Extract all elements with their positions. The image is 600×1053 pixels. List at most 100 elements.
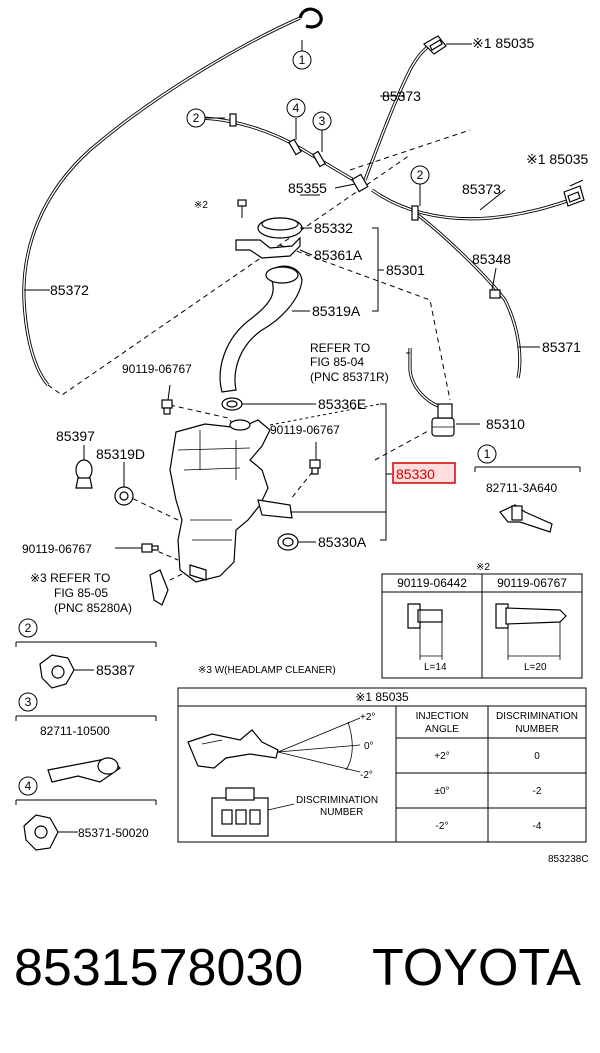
callout-circles: 1 2 4 3 2 <box>186 40 430 206</box>
angle-mark-plus2: +2° <box>360 712 375 723</box>
bolt-table: ※2 90119-06442 90119-06767 L=14 L=20 <box>381 562 583 679</box>
bolt-90119-06767-a <box>161 399 173 415</box>
label-85310: 85310 <box>486 416 525 432</box>
callout-label: 4 <box>293 101 300 115</box>
label-85371: 85371 <box>542 339 581 355</box>
hose-85310 <box>408 348 446 410</box>
bolt-table-len1: L=14 <box>424 662 447 673</box>
bolt-table-note: ※2 <box>476 562 490 573</box>
nozzle-85035-top <box>423 35 447 55</box>
label-85387: 85387 <box>96 662 135 678</box>
disc-label-2: NUMBER <box>320 807 363 818</box>
inset-1: 1 82711-3A640 <box>474 444 581 533</box>
angle-mark-0: 0° <box>364 741 374 752</box>
label-85035-mid: ※1 85035 <box>526 151 589 167</box>
header-angle-1: INJECTION <box>416 711 469 722</box>
callout-2-left <box>186 108 206 128</box>
label-85371-50020: 85371-50020 <box>78 826 149 840</box>
label-refer1-line1: REFER TO <box>310 341 370 355</box>
inset-callout-3: 3 <box>25 695 32 709</box>
callout-4-top <box>286 98 306 118</box>
header-disc-2: NUMBER <box>515 724 558 735</box>
highlight-box-85330 <box>392 462 456 484</box>
label-refer2-line3: (PNC 85280A) <box>54 601 132 615</box>
label-85319a: 85319A <box>312 303 361 319</box>
header-disc-1: DISCRIMINATION <box>496 711 578 722</box>
label-90119-06767-c: 90119-06767 <box>22 542 92 556</box>
grommet-85336e <box>221 397 243 411</box>
inset-callout-2: 2 <box>25 621 32 635</box>
label-85355: 85355 <box>288 180 327 196</box>
label-diagram-code: 853238C <box>548 854 589 865</box>
label-85330: 85330 <box>396 466 435 482</box>
nozzle-table: ※1 85035 INJECTION ANGLE DISCRIMINATION … <box>177 687 587 843</box>
grommet-85330a <box>277 533 299 551</box>
pump-85310 <box>431 403 455 437</box>
label-note-x2: ※2 <box>194 200 208 211</box>
parts-diagram: 1 2 4 3 2 ※1 85035 85373 ※1 85035 85355 … <box>15 7 589 865</box>
bolt-90119-06767-c <box>141 543 159 553</box>
inset-callout-4: 4 <box>25 779 32 793</box>
label-90119-06767-a: 90119-06767 <box>122 362 192 376</box>
nozzle-85035-mid <box>563 185 585 207</box>
part-labels: ※1 85035 85373 ※1 85035 85355 85373 ※2 8… <box>22 35 589 865</box>
bolt-table-len2: L=20 <box>524 662 547 673</box>
hose-85372 <box>22 7 323 387</box>
callout-1-top <box>292 50 312 70</box>
label-85348: 85348 <box>472 251 511 267</box>
bolt-x2 <box>237 199 247 218</box>
label-90119-06767-b: 90119-06767 <box>270 423 340 437</box>
label-85035-top: ※1 85035 <box>472 35 535 51</box>
callout-label: 1 <box>299 53 306 67</box>
hose-85373-top <box>363 42 433 181</box>
nozzle-table-title: ※1 85035 <box>355 690 409 704</box>
bolt-table-col2: 90119-06767 <box>497 576 567 590</box>
hose-clamps <box>229 113 501 299</box>
row-angle: -2° <box>436 821 449 832</box>
row-number: 0 <box>534 751 540 762</box>
label-82711-3a640: 82711-3A640 <box>486 481 558 495</box>
label-85332: 85332 <box>314 220 353 236</box>
footer-part-number: 8531578030 <box>14 939 304 997</box>
row-number: -2 <box>533 786 542 797</box>
label-85361a: 85361A <box>314 247 363 263</box>
angle-mark-minus2: -2° <box>360 770 373 781</box>
footer-brand: TOYOTA <box>372 939 581 997</box>
label-85330a: 85330A <box>318 534 367 550</box>
label-note-x3: ※3 W(HEADLAMP CLEANER) <box>198 665 336 676</box>
label-85373-top: 85373 <box>382 88 421 104</box>
label-refer1-line3: (PNC 85371R) <box>310 370 389 384</box>
label-refer2-line1: ※3 REFER TO <box>30 571 110 585</box>
washer-tank-85330 <box>169 419 293 583</box>
hose-85371 <box>417 213 522 379</box>
label-85336e: 85336E <box>318 396 366 412</box>
inset-2: 2 85387 <box>15 618 157 689</box>
label-refer1-line2: FIG 85-04 <box>310 355 364 369</box>
callout-label: 2 <box>417 168 424 182</box>
cap-85332 <box>257 217 303 239</box>
inset-3: 3 82711-10500 <box>15 692 157 783</box>
label-85372: 85372 <box>50 282 89 298</box>
label-refer2-line2: FIG 85-05 <box>54 586 108 600</box>
leader-lines <box>24 43 584 549</box>
callout-label: 3 <box>319 114 326 128</box>
label-85301: 85301 <box>386 262 425 278</box>
grommet-85397 <box>75 459 93 489</box>
bracket-85361a <box>235 236 301 259</box>
header-angle-2: ANGLE <box>425 724 459 735</box>
label-82711-10500: 82711-10500 <box>40 724 110 738</box>
footer: 8531578030 TOYOTA <box>0 938 600 1008</box>
callout-label: 2 <box>193 111 200 125</box>
disc-label-1: DISCRIMINATION <box>296 795 378 806</box>
callout-2-right <box>410 165 430 185</box>
row-angle: ±0° <box>434 786 449 797</box>
callout-3-top <box>312 111 332 131</box>
hose-85373-mid <box>371 188 571 221</box>
label-85397: 85397 <box>56 428 95 444</box>
grommet-85319d <box>114 486 134 506</box>
label-85319d: 85319D <box>96 446 145 462</box>
inset-callout-1: 1 <box>484 447 491 461</box>
label-85373-mid: 85373 <box>462 181 501 197</box>
inset-4: 4 85371-50020 <box>15 776 157 851</box>
motor-85280a <box>149 569 169 606</box>
